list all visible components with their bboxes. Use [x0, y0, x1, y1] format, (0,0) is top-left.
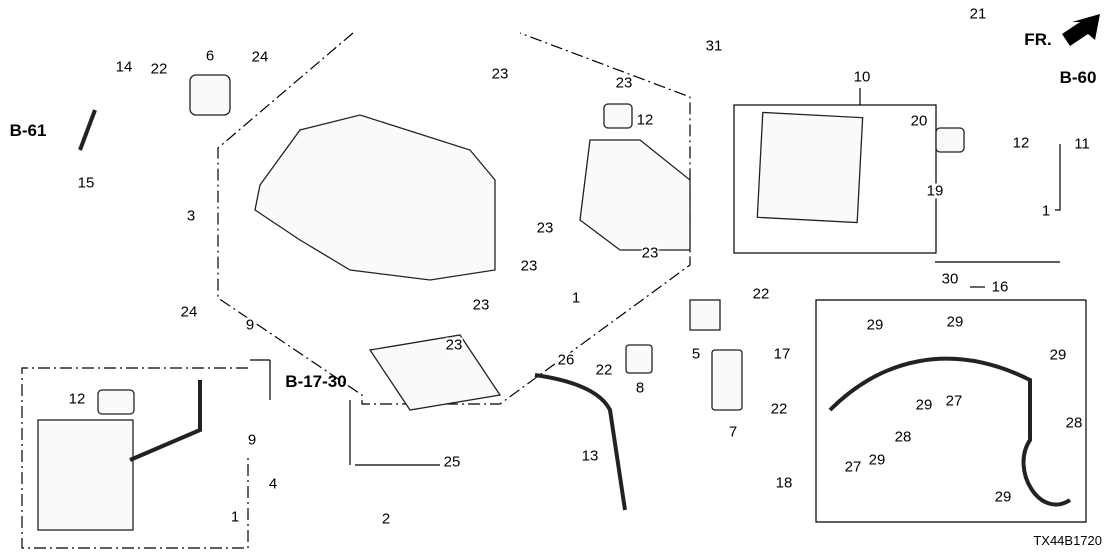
part-label[interactable]: 4	[268, 475, 278, 493]
reference-b60[interactable]: B-60	[1059, 68, 1097, 87]
part-label[interactable]: 14	[115, 58, 133, 76]
part-label[interactable]: 23	[445, 336, 463, 354]
part-label[interactable]: 15	[77, 174, 95, 192]
part-label[interactable]: 23	[520, 257, 538, 275]
evaporator	[756, 111, 864, 224]
part-label[interactable]: 12	[636, 111, 654, 129]
part-label[interactable]: 29	[994, 488, 1012, 506]
part-label[interactable]: 22	[752, 285, 770, 303]
part-label[interactable]: 2	[381, 510, 391, 528]
part-label[interactable]: 12	[68, 390, 86, 408]
part-label[interactable]: 19	[926, 182, 944, 200]
part-label[interactable]: 23	[615, 74, 633, 92]
diagram-code: TX44B1720	[1033, 533, 1102, 548]
motor-7	[711, 349, 743, 411]
part-label[interactable]: 20	[910, 112, 928, 130]
group-10-box	[733, 104, 937, 254]
group-3-outline	[217, 32, 691, 405]
part-label[interactable]: 26	[557, 351, 575, 369]
part-label[interactable]: 7	[728, 423, 738, 441]
reference-b17-30[interactable]: B-17-30	[285, 372, 347, 391]
part-label[interactable]: 11	[1074, 135, 1090, 153]
hvac-unit	[254, 114, 496, 281]
part-label[interactable]: 8	[635, 379, 645, 397]
part-label[interactable]: 29	[868, 451, 886, 469]
part-label[interactable]: 23	[536, 219, 554, 237]
part-label[interactable]: 1	[1041, 202, 1051, 220]
part-label[interactable]: 28	[1065, 414, 1083, 432]
harness-18	[828, 356, 1072, 507]
direction-label: FR.	[1024, 30, 1052, 49]
part-label[interactable]: 12	[1012, 134, 1030, 152]
part-label[interactable]: 24	[180, 303, 198, 321]
part-label[interactable]: 31	[705, 37, 723, 55]
part-label[interactable]: 3	[186, 207, 196, 225]
seal-12a	[603, 103, 633, 129]
part-label[interactable]: 29	[915, 396, 933, 414]
part-label[interactable]: 27	[844, 458, 862, 476]
fr-arrow-icon	[1062, 14, 1100, 46]
pipe-heater	[129, 380, 202, 462]
part-label[interactable]: 13	[581, 447, 599, 465]
seal-12b	[935, 127, 965, 153]
part-label[interactable]: 5	[691, 345, 701, 363]
part-label[interactable]: 23	[491, 65, 509, 83]
part-label[interactable]: 29	[946, 313, 964, 331]
part-label[interactable]: 17	[773, 345, 791, 363]
part-label[interactable]: 22	[595, 361, 613, 379]
motor-8	[625, 344, 653, 374]
part-label[interactable]: 29	[866, 316, 884, 334]
group-18-box	[815, 299, 1087, 523]
part-label[interactable]: 9	[245, 316, 255, 334]
part-label[interactable]: 25	[443, 453, 461, 471]
part-label[interactable]: 10	[853, 68, 871, 86]
heater-core	[37, 419, 134, 531]
part-label[interactable]: 22	[150, 60, 168, 78]
group-4-box	[21, 367, 249, 549]
part-label[interactable]: 1	[571, 289, 581, 307]
motor-6	[189, 74, 231, 116]
part-label[interactable]: 6	[205, 47, 215, 65]
reference-b61[interactable]: B-61	[9, 121, 47, 140]
hose-13	[534, 373, 627, 511]
part-label[interactable]: 30	[941, 270, 959, 288]
part-label[interactable]: 21	[969, 5, 987, 23]
part-label[interactable]: 28	[894, 428, 912, 446]
part-label[interactable]: 22	[770, 400, 788, 418]
part-label[interactable]: 23	[641, 244, 659, 262]
part-label[interactable]: 29	[1049, 346, 1067, 364]
seal-12c	[97, 389, 135, 415]
bracket-5	[689, 299, 721, 331]
part-label[interactable]: 23	[472, 296, 490, 314]
lower-duct	[368, 334, 502, 411]
part-label[interactable]: 24	[251, 48, 269, 66]
part-label[interactable]: 16	[991, 278, 1009, 296]
part-label[interactable]: 18	[775, 474, 793, 492]
hose-15	[78, 109, 97, 151]
blower-housing	[579, 139, 691, 251]
part-label[interactable]: 27	[945, 392, 963, 410]
part-label[interactable]: 9	[247, 431, 257, 449]
part-label[interactable]: 1	[230, 508, 240, 526]
